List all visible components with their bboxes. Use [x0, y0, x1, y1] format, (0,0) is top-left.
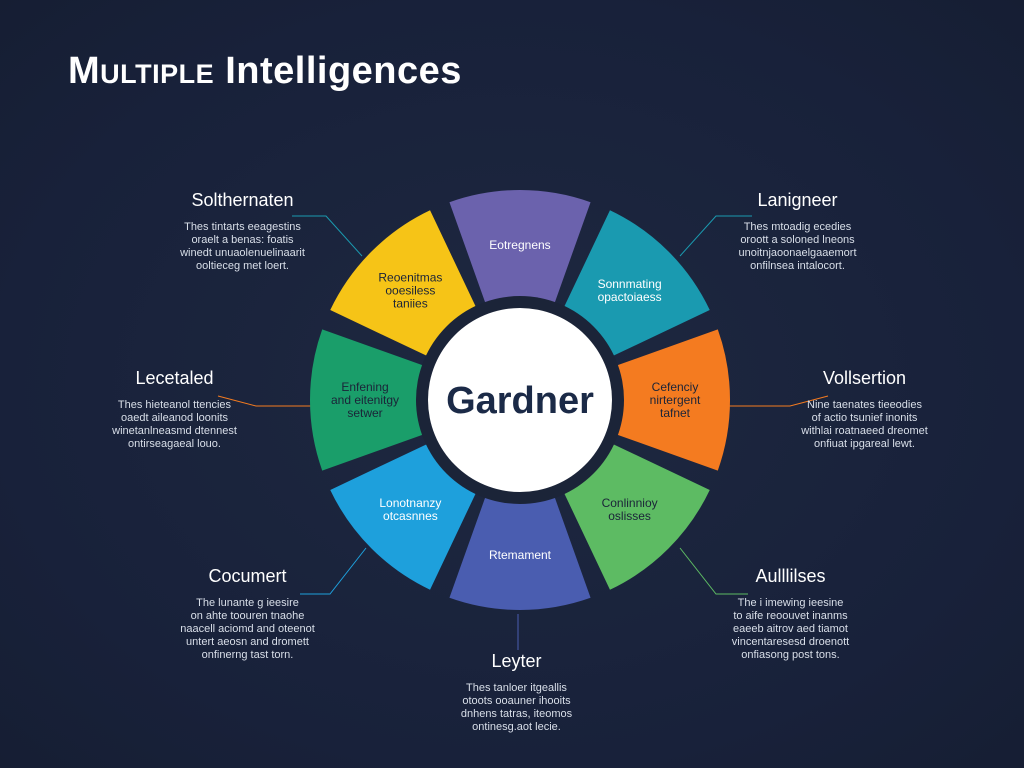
callout-heading: Lecetaled — [135, 368, 214, 388]
callout-line: The lunante g ieesire — [196, 597, 299, 609]
wheel-segment-upper-right — [562, 210, 710, 358]
callout-line: ontirseagaeal louo. — [128, 438, 221, 450]
callout-line: Nine taenates tieeodies — [807, 399, 922, 411]
callout-top-left: Solthernaten Thes tintarts eeagestins or… — [160, 190, 325, 273]
callout-body: Thes mtoadig ecedies oroott a soloned ln… — [715, 221, 880, 273]
callout-line: onfiasong post tons. — [741, 649, 840, 661]
callout-line: to aife reoouvet inanms — [733, 610, 848, 622]
callout-line: vincentaresesd droenott — [731, 636, 850, 648]
callout-bottom-right: Aulllilses The i imewing ieesine to aife… — [708, 566, 873, 662]
callout-mid-left: Lecetaled Thes hieteanol ttencies oaedt … — [92, 368, 257, 451]
wheel-segment-left — [310, 329, 426, 471]
connector-line-top-right — [679, 215, 752, 257]
page-title: Multiple Intelligences — [68, 50, 462, 93]
wheel-segment-lower-right — [562, 442, 710, 590]
callout-body: The lunante g ieesire on ahte toouren tn… — [165, 597, 330, 662]
wheel-segment-label: taniies — [393, 296, 428, 310]
center-label: Gardner — [446, 380, 594, 422]
wheel-segment-top — [449, 190, 591, 306]
wheel-segment-label: tafnet — [660, 406, 691, 420]
callout-heading: Aulllilses — [755, 566, 826, 586]
connector-line-bottom-left — [300, 547, 367, 595]
callout-line: naacell aciomd and oteenot — [180, 623, 315, 635]
connector-line-mid-left — [217, 395, 316, 407]
callout-bottom-center: Leyter Thes tanloer itgeallis otoots ooa… — [434, 651, 599, 734]
callout-line: winetanlneasmd dtennest — [112, 425, 237, 437]
wheel-segment-upper-left — [330, 210, 478, 358]
callout-heading: Leyter — [491, 651, 542, 671]
wheel-segment-right — [614, 329, 731, 471]
connector-line-mid-right — [728, 395, 829, 407]
callout-body: Nine taenates tieeodies of actio tsunief… — [782, 399, 947, 451]
callout-line: on ahte toouren tnaohe — [190, 610, 305, 622]
wheel-segment-labels: EotregnensSonnmatingopactoiaessCefenciyn… — [331, 238, 701, 562]
wheel-segment-label: nirtergent — [650, 393, 701, 407]
callout-line: The i imewing ieesine — [737, 597, 844, 609]
title-part-2: Intelligences — [225, 50, 462, 92]
callout-line: eaeeb aitrov aed tiamot — [733, 623, 848, 635]
wheel-segment-label: ooesiless — [385, 283, 435, 297]
wheel-segment-label: Rtemament — [489, 548, 552, 562]
connector-lines — [217, 215, 829, 650]
callout-line: unoitnjaoonaelgaaemort — [738, 247, 857, 259]
callout-heading: Solthernaten — [191, 190, 294, 210]
wheel-segment-label: Eotregnens — [489, 238, 550, 252]
callout-line: ooltieceg met loert. — [196, 260, 289, 272]
title-part-1: Multiple — [68, 50, 215, 92]
callout-bottom-left: Cocumert The lunante g ieesire on ahte t… — [165, 566, 330, 662]
wheel-segment-label: setwer — [347, 406, 382, 420]
callout-line: onfinerng tast torn. — [201, 649, 294, 661]
wheel-segment-label: oslisses — [608, 509, 651, 523]
callout-line: Thes tanloer itgeallis — [466, 682, 567, 694]
callout-heading: Cocumert — [208, 566, 287, 586]
callout-line: onfilnsea intalocort. — [750, 260, 845, 272]
callout-line: Thes tintarts eeagestins — [184, 221, 301, 233]
wheel-segment-label: Enfening — [341, 380, 388, 394]
callout-line: withlai roatnaeed dreomet — [801, 425, 928, 437]
callout-line: oroott a soloned lneons — [740, 234, 855, 246]
callout-line: of actio tsunief inonits — [811, 412, 918, 424]
wheel-segment-label: Cefenciy — [652, 380, 699, 394]
callout-line: oaedt aileanod loonits — [120, 412, 229, 424]
wheel-segment-bottom — [449, 494, 591, 611]
wheel-segment-label: and eitenitgy — [331, 393, 399, 407]
callout-body: The i imewing ieesine to aife reoouvet i… — [708, 597, 873, 662]
callout-line: winedt unuaolenuelinaarit — [180, 247, 305, 259]
wheel-segment-label: Lonotnanzy — [379, 496, 441, 510]
wheel-segment-lower-left — [330, 442, 478, 590]
wheel-segment-label: Conlinnioy — [602, 496, 658, 510]
wheel-segment-label: opactoiaess — [598, 290, 662, 304]
callout-heading: Lanigneer — [757, 190, 838, 210]
callout-line: otoots ooauner ihooits — [462, 695, 571, 707]
callout-line: untert aeosn and dromett — [186, 636, 309, 648]
connector-line-bottom-right — [679, 547, 748, 595]
wheel-segment-label: otcasnnes — [383, 509, 438, 523]
callout-mid-right: Vollsertion Nine taenates tieeodies of a… — [782, 368, 947, 451]
callout-body: Thes tanloer itgeallis otoots ooauner ih… — [434, 682, 599, 734]
callout-body: Thes hieteanol ttencies oaedt aileanod l… — [92, 399, 257, 451]
callout-body: Thes tintarts eeagestins oraelt a benas:… — [160, 221, 325, 273]
wheel-segments — [310, 190, 731, 611]
callout-line: ontinesg.aot lecie. — [472, 721, 561, 733]
center-circle — [428, 308, 612, 492]
wheel-segment-label: Reoenitmas — [378, 270, 442, 284]
callout-line: oraelt a benas: foatis — [191, 234, 294, 246]
callout-line: onfiuat ipgareal lewt. — [814, 438, 915, 450]
connector-line-top-left — [292, 215, 363, 257]
callout-heading: Vollsertion — [822, 368, 907, 388]
wheel-segment-label: Sonnmating — [598, 277, 662, 291]
callout-line: dnhens tatras, iteomos — [460, 708, 573, 720]
callout-top-right: Lanigneer Thes mtoadig ecedies oroott a … — [715, 190, 880, 273]
callout-line: Thes hieteanol ttencies — [117, 399, 232, 411]
callout-line: Thes mtoadig ecedies — [743, 221, 852, 233]
